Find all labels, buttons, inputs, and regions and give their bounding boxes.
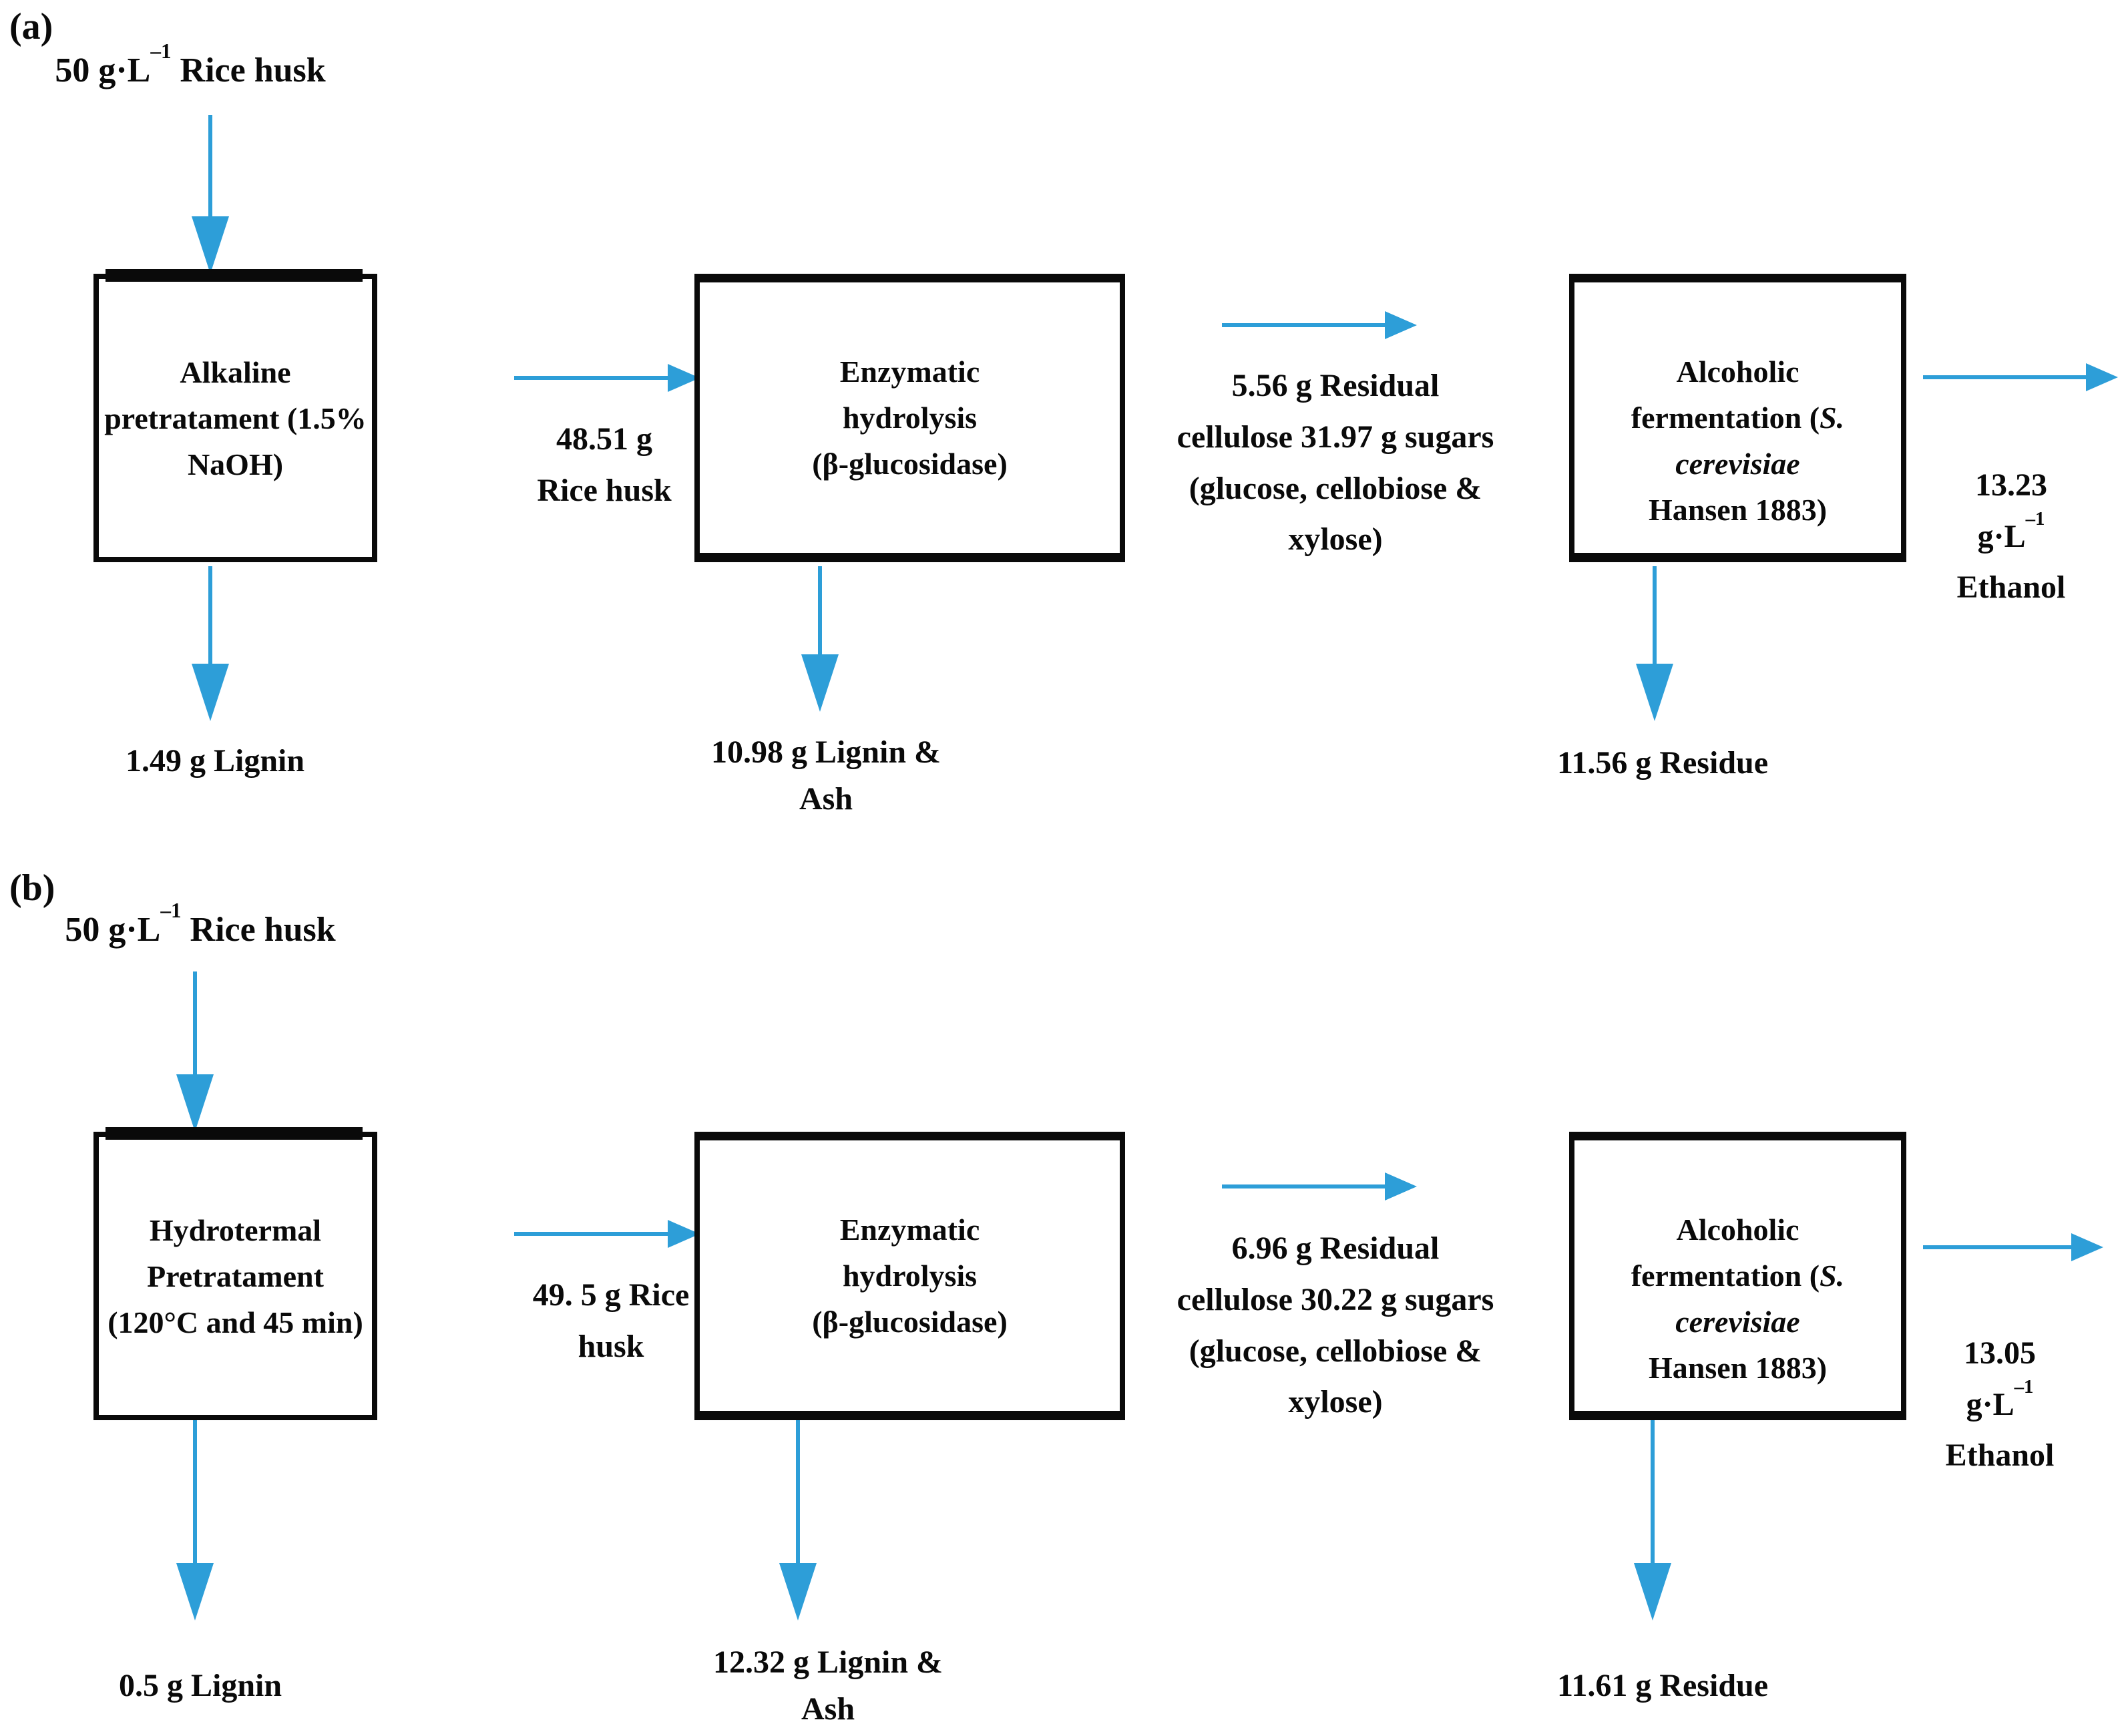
- ethanol-text: Ethanol: [1945, 1438, 2055, 1474]
- arrow-shaft: [1651, 1420, 1655, 1563]
- process-box-title: Enzymatic hydrolysis (β-glucosidase): [812, 1213, 1008, 1339]
- flow-label-sugars-a: 5.56 g Residual cellulose 31.97 g sugars…: [1177, 368, 1494, 558]
- process-box-alkaline-pretreatment: Alkaline pretratament (1.5% NaOH): [93, 269, 377, 562]
- arrow-head: [779, 1563, 817, 1620]
- arrow-head: [1385, 311, 1417, 339]
- ethanol-text: 13.05 g·L: [1964, 1335, 2036, 1422]
- arrow-head: [192, 216, 229, 274]
- feed-superscript: –1: [150, 39, 172, 63]
- output-label-lignin-ash-b: 12.32 g Lignin & Ash: [712, 1645, 943, 1727]
- feed-text: 50 g·L: [65, 911, 161, 949]
- arrow-head: [192, 664, 229, 721]
- arrow-head: [176, 1563, 214, 1620]
- arrow-head: [1636, 664, 1673, 721]
- arrow-shaft: [1222, 323, 1389, 327]
- process-box-title: Alcoholic fermentation (S. cerevisiae Ha…: [1615, 302, 1862, 533]
- arrow-shaft: [193, 1420, 197, 1563]
- arrow-shaft: [1222, 1184, 1389, 1188]
- arrow-shaft: [796, 1420, 800, 1563]
- ethanol-text: Ethanol: [1956, 570, 2066, 606]
- arrow-shaft: [1923, 1245, 2075, 1249]
- box-top-bar: [105, 269, 363, 282]
- output-label-lignin-ash-a: 10.98 g Lignin & Ash: [710, 734, 941, 817]
- arrow-shaft: [514, 376, 672, 380]
- arrow-shaft: [514, 1232, 672, 1236]
- process-box-alcoholic-fermentation-b: Alcoholic fermentation (S. cerevisiae Ha…: [1569, 1132, 1906, 1420]
- title-italic-species: S. cerevisiae: [1675, 1259, 1845, 1339]
- panel-a-label: (a): [9, 6, 53, 47]
- title-text: Alcoholic fermentation (: [1631, 355, 1820, 435]
- feed-text: Rice husk: [171, 51, 326, 89]
- process-box-hydrothermal-pretreatment: Hydrotermal Pretratament (120°C and 45 m…: [93, 1127, 377, 1420]
- arrow-head: [1385, 1172, 1417, 1201]
- output-label-lignin-b: 0.5 g Lignin: [118, 1668, 282, 1703]
- feed-label-a: 50 g·L–1 Rice husk: [55, 40, 326, 90]
- feed-superscript: –1: [160, 898, 182, 922]
- title-text: Alcoholic fermentation (: [1631, 1213, 1820, 1293]
- arrow-shaft: [208, 566, 212, 664]
- title-text: Hansen 1883): [1648, 493, 1828, 527]
- arrow-shaft: [208, 115, 212, 216]
- arrow-head: [2086, 363, 2118, 391]
- arrow-shaft: [193, 971, 197, 1074]
- arrow-shaft: [1923, 375, 2090, 379]
- process-box-title: Enzymatic hydrolysis (β-glucosidase): [812, 355, 1008, 481]
- process-box-alcoholic-fermentation-a: Alcoholic fermentation (S. cerevisiae Ha…: [1569, 274, 1906, 562]
- ethanol-superscript: –1: [2014, 1375, 2034, 1397]
- ethanol-superscript: –1: [2025, 507, 2045, 529]
- process-box-enzymatic-hydrolysis-a: Enzymatic hydrolysis (β-glucosidase): [694, 274, 1125, 562]
- process-box-title: Hydrotermal Pretratament (120°C and 45 m…: [108, 1213, 363, 1339]
- arrow-head: [176, 1074, 214, 1132]
- feed-text: 50 g·L: [55, 51, 151, 89]
- process-box-enzymatic-hydrolysis-b: Enzymatic hydrolysis (β-glucosidase): [694, 1132, 1125, 1420]
- arrow-head: [801, 654, 839, 712]
- output-label-residue-b: 11.61 g Residue: [1556, 1668, 1769, 1703]
- output-label-residue-a: 11.56 g Residue: [1556, 745, 1769, 781]
- output-label-lignin-a: 1.49 g Lignin: [125, 743, 305, 779]
- title-italic-species: S. cerevisiae: [1675, 401, 1845, 481]
- process-box-title: Alcoholic fermentation (S. cerevisiae Ha…: [1615, 1160, 1862, 1391]
- flow-label-rice-husk-a: 48.51 g Rice husk: [537, 421, 672, 508]
- ethanol-text: 13.23 g·L: [1975, 467, 2047, 554]
- arrow-head: [1634, 1563, 1671, 1620]
- box-top-bar: [105, 1127, 363, 1140]
- process-box-title: Alkaline pretratament (1.5% NaOH): [104, 355, 367, 481]
- panel-b-label: (b): [9, 867, 55, 909]
- flow-label-ethanol-a: 13.23 g·L–1 Ethanol: [1956, 409, 2067, 614]
- flow-label-sugars-b: 6.96 g Residual cellulose 30.22 g sugars…: [1177, 1231, 1494, 1420]
- arrow-shaft: [818, 566, 822, 654]
- feed-label-b: 50 g·L–1 Rice husk: [65, 899, 336, 949]
- title-text: Hansen 1883): [1648, 1351, 1828, 1385]
- feed-text: Rice husk: [181, 911, 336, 949]
- arrow-head: [2071, 1233, 2103, 1261]
- flow-label-ethanol-b: 13.05 g·L–1 Ethanol: [1939, 1277, 2061, 1482]
- flow-label-rice-husk-b: 49. 5 g Rice husk: [532, 1277, 690, 1364]
- arrow-shaft: [1653, 566, 1657, 664]
